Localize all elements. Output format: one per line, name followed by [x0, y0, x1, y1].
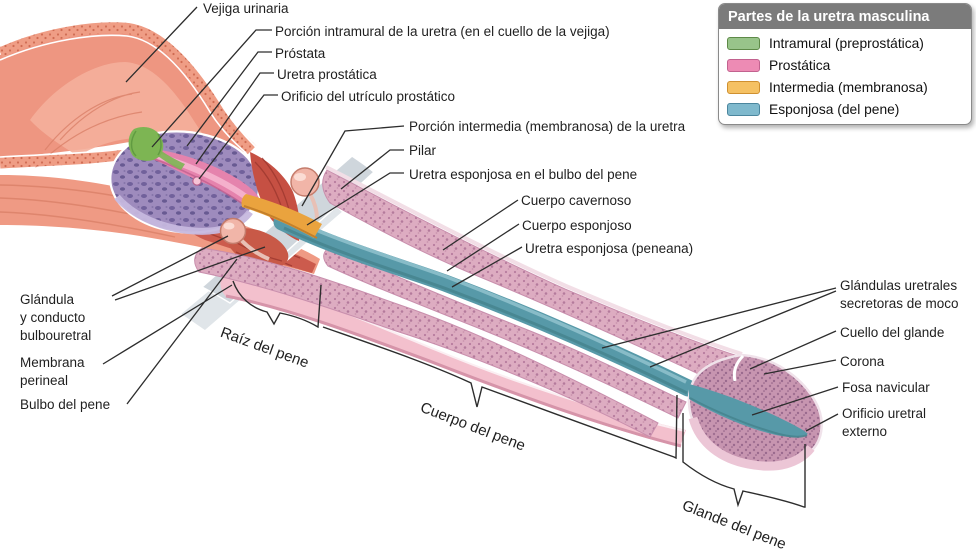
label-corona: Corona — [840, 354, 885, 369]
bladder-wall — [0, 21, 257, 155]
legend-item: Prostática — [727, 58, 963, 73]
brace-raiz-del-pene — [232, 280, 322, 329]
brace-cuerpo-del-pene — [322, 326, 678, 460]
label-uretra-esponjosa-bulbo: Uretra esponjosa en el bulbo del pene — [409, 167, 638, 182]
legend-swatch-intramural — [727, 37, 760, 50]
label-porcion-intermedia: Porción intermedia (membranosa) de la ur… — [409, 119, 686, 134]
intramural-green-segment — [128, 126, 185, 170]
legend-item: Intramural (preprostática) — [727, 36, 963, 51]
legend-item: Intermedia (membranosa) — [727, 80, 963, 95]
label-membrana-perineal: Membrana perineal — [20, 355, 85, 388]
label-glandula-bulbouretral: Glándula y conducto bulbouretral — [20, 292, 92, 343]
legend-item-label: Intermedia (membranosa) — [769, 80, 928, 95]
label-cuerpo-cavernoso: Cuerpo cavernoso — [521, 193, 632, 208]
fossa-navicularis-shape — [689, 384, 808, 437]
corpus-cavernosum-lower-band — [194, 247, 659, 438]
glans-rim — [688, 416, 815, 471]
label-orificio-utriculo: Orificio del utrículo prostático — [281, 89, 456, 104]
label-cuello-glande: Cuello del glande — [840, 325, 945, 340]
label-uretra-prostatica: Uretra prostática — [277, 67, 377, 82]
legend-item-label: Esponjosa (del pene) — [769, 102, 900, 117]
legend: Partes de la uretra masculina Intramural… — [718, 3, 972, 125]
corpus-cavernosum-band — [322, 165, 743, 378]
legend-swatch-prostatica — [727, 59, 760, 72]
legend-title: Partes de la uretra masculina — [719, 4, 971, 29]
legend-swatch-intermedia — [727, 81, 760, 94]
label-vejiga-urinaria: Vejiga urinaria — [203, 1, 289, 16]
label-glandulas-uretrales: Glándulas uretrales secretoras de moco — [840, 278, 959, 311]
label-uretra-esponjosa-peneana: Uretra esponjosa (peneana) — [525, 241, 694, 256]
label-prostata: Próstata — [275, 46, 326, 61]
label-orificio-uretral-externo: Orificio uretral externo — [842, 406, 927, 439]
label-porcion-intramural: Porción intramural de la uretra (en el c… — [275, 24, 610, 39]
legend-item: Esponjosa (del pene) — [727, 102, 963, 117]
legend-item-label: Prostática — [769, 58, 831, 73]
label-fosa-navicular: Fosa navicular — [842, 380, 930, 395]
label-bulbo-pene: Bulbo del pene — [20, 397, 111, 412]
legend-item-label: Intramural (preprostática) — [769, 36, 924, 51]
legend-swatch-esponjosa — [727, 103, 760, 116]
label-pilar: Pilar — [409, 143, 437, 158]
corpus-spongiosum-band — [323, 245, 687, 419]
membranous-orange-segment — [241, 194, 322, 239]
glans-shape — [687, 353, 823, 471]
label-cuerpo-esponjoso: Cuerpo esponjoso — [522, 218, 632, 233]
leader-lines — [102, 6, 839, 432]
brace-glande-del-pene — [682, 413, 806, 508]
